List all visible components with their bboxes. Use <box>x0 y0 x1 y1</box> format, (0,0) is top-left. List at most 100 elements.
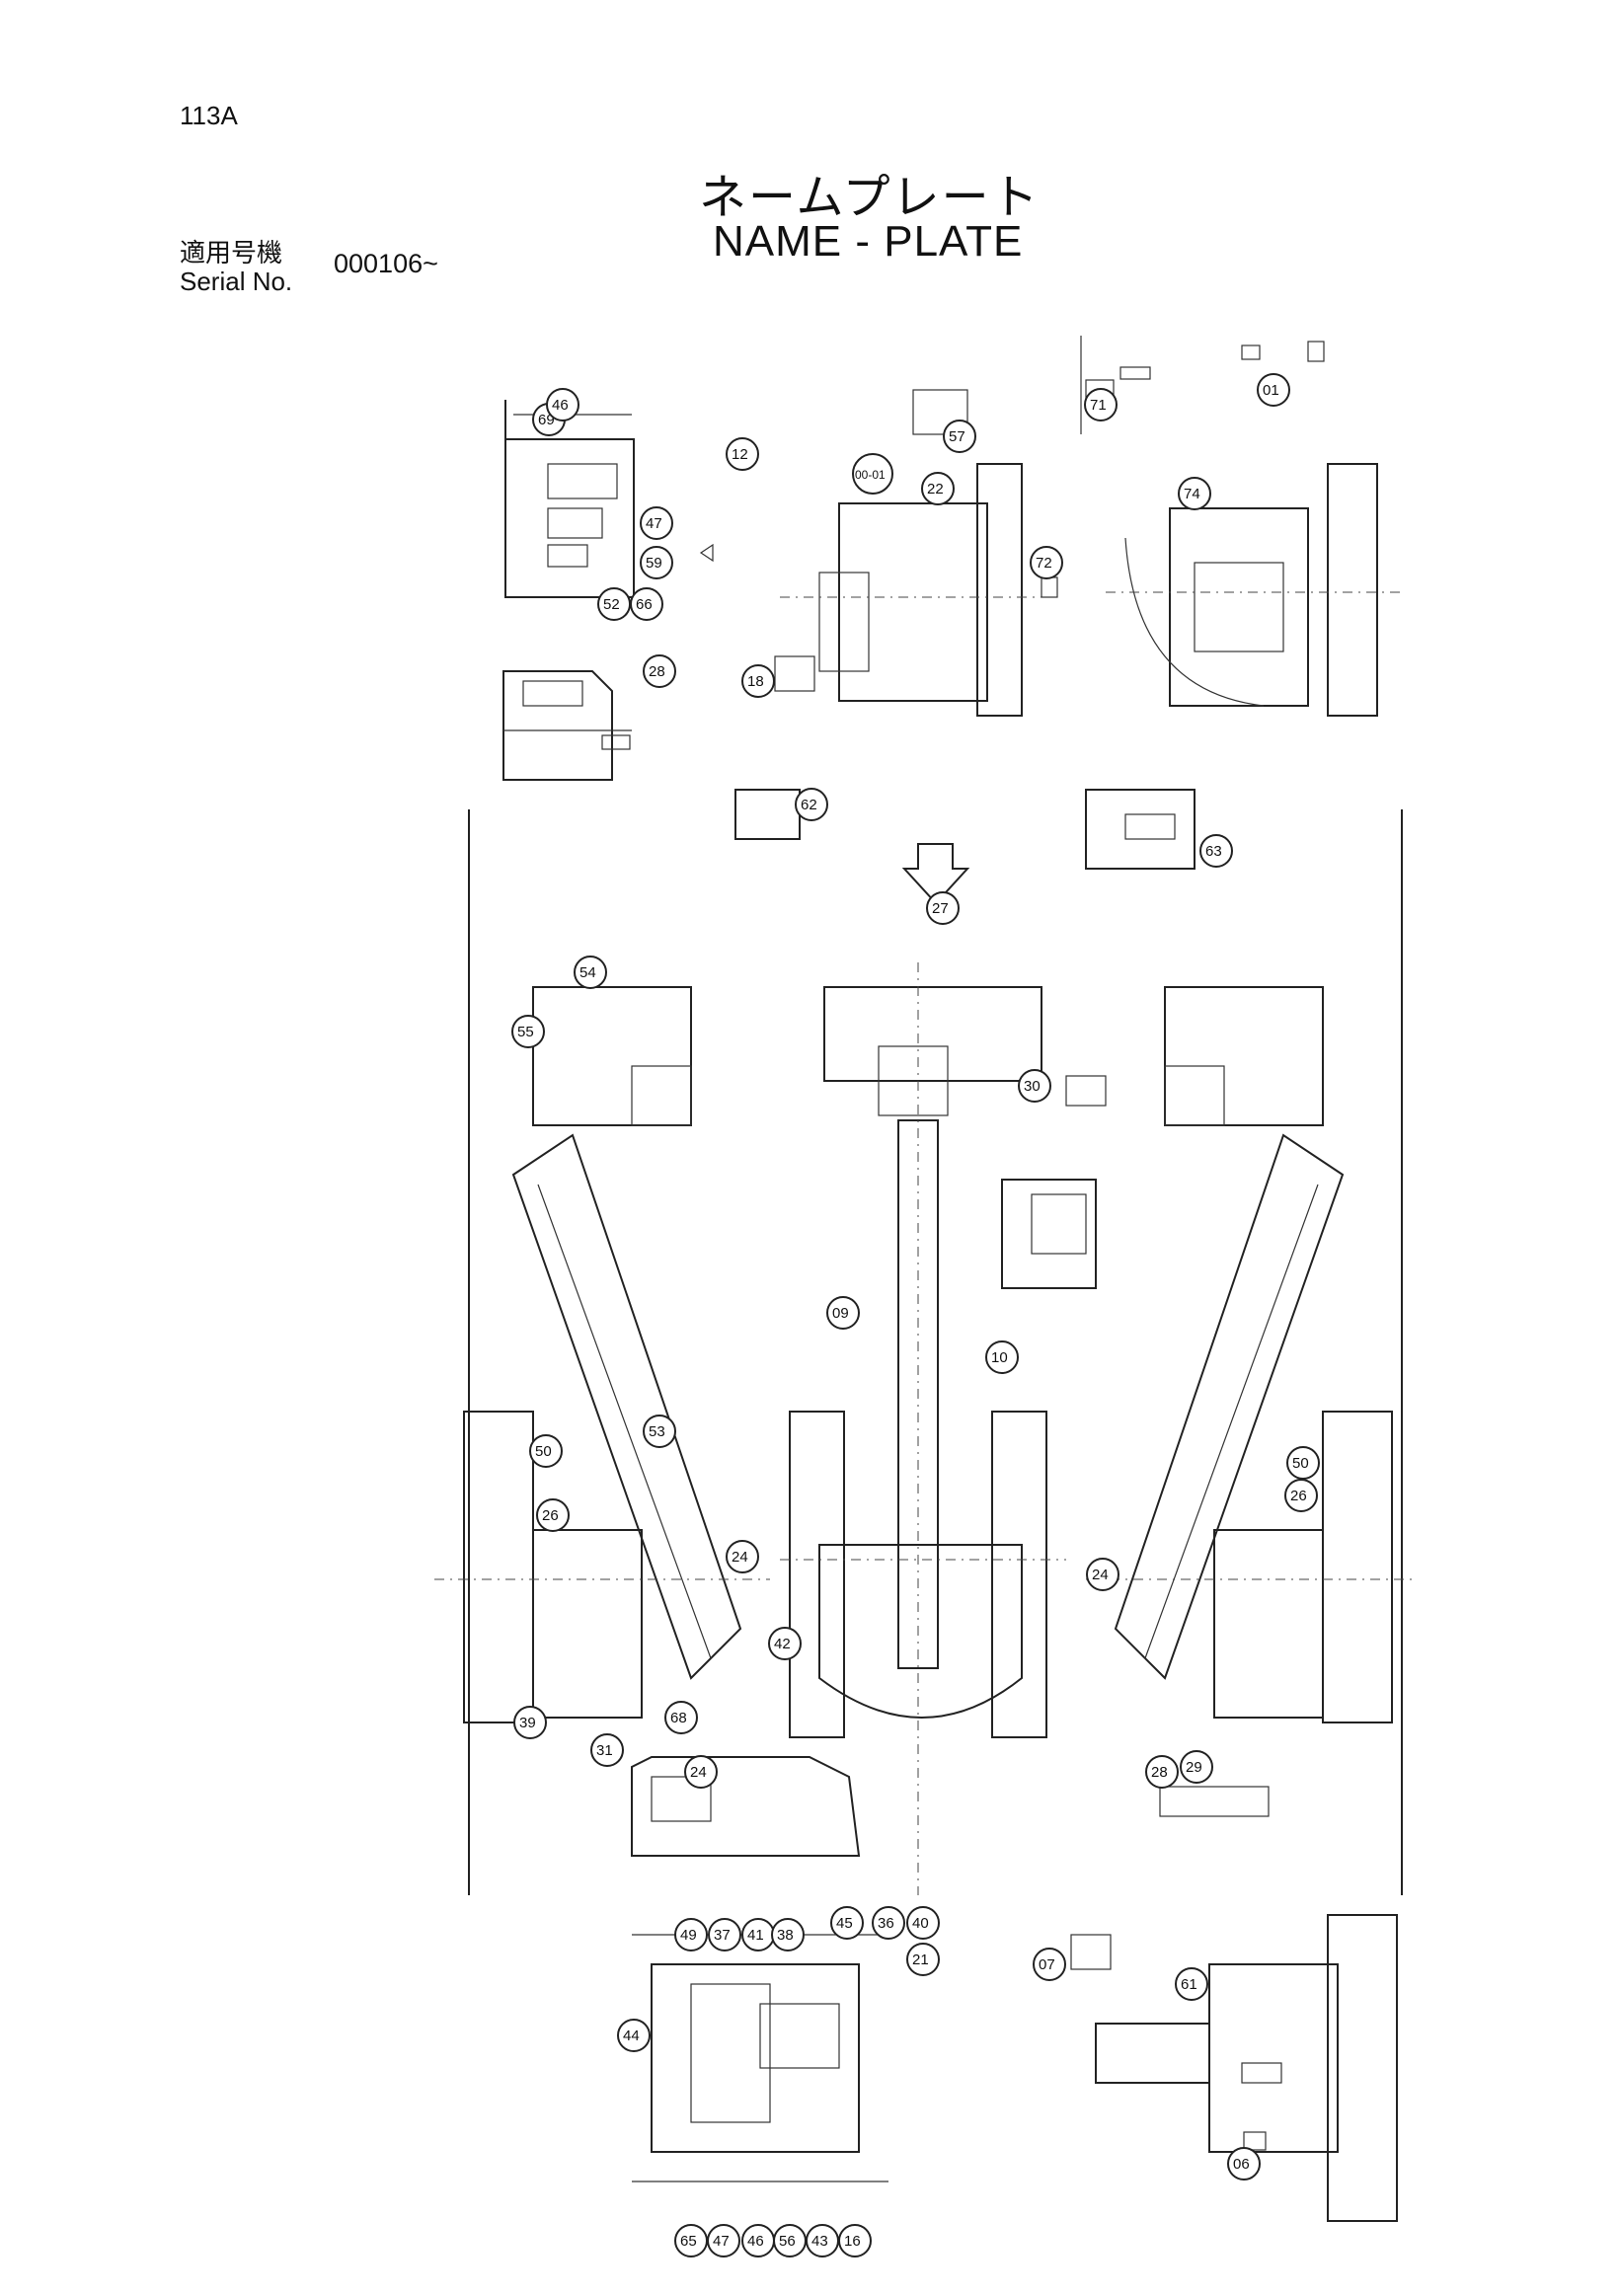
callout-label: 00-01 <box>855 468 886 482</box>
callout-label: 24 <box>690 1764 707 1781</box>
callout-label: 65 <box>680 2233 697 2250</box>
view-engine-room-detail <box>1001 1075 1107 1289</box>
callout-label: 28 <box>649 663 665 680</box>
callout-63: 63 <box>1199 834 1233 868</box>
callout-46: 46 <box>546 388 579 421</box>
callout-28: 28 <box>643 654 676 688</box>
callout-24-right: 24 <box>1086 1558 1119 1591</box>
callout-label: 18 <box>747 673 764 690</box>
callout-59: 59 <box>640 546 673 579</box>
callout-label: 12 <box>732 446 748 463</box>
callout-28-lower: 28 <box>1145 1755 1179 1789</box>
callout-54: 54 <box>574 956 607 989</box>
callout-label: 27 <box>932 900 949 917</box>
callout-label: 41 <box>747 1927 764 1944</box>
callout-label: 16 <box>844 2233 861 2250</box>
callout-label: 72 <box>1036 555 1052 572</box>
callout-label: 71 <box>1090 397 1107 414</box>
callout-18: 18 <box>741 664 775 698</box>
callout-62: 62 <box>795 788 828 821</box>
callout-50-right: 50 <box>1286 1446 1320 1480</box>
callout-56: 56 <box>773 2224 807 2258</box>
callout-24-cab: 24 <box>684 1755 718 1789</box>
callout-label: 74 <box>1184 486 1200 502</box>
callout-label: 26 <box>542 1507 559 1524</box>
callout-label: 37 <box>714 1927 731 1944</box>
callout-label: 01 <box>1263 382 1279 399</box>
callout-49: 49 <box>674 1918 708 1952</box>
callout-label: 53 <box>649 1423 665 1440</box>
serial-label-english: Serial No. <box>180 267 293 296</box>
callout-44: 44 <box>617 2019 651 2052</box>
callout-label: 28 <box>1151 1764 1168 1781</box>
callout-label: 29 <box>1186 1759 1202 1776</box>
callout-65: 65 <box>674 2224 708 2258</box>
callout-52: 52 <box>597 587 631 621</box>
callout-label: 39 <box>519 1715 536 1731</box>
callout-label: 52 <box>603 596 620 613</box>
callout-label: 10 <box>991 1349 1008 1366</box>
callout-label: 40 <box>912 1915 929 1932</box>
callout-45: 45 <box>830 1906 864 1940</box>
callout-label: 24 <box>1092 1567 1109 1583</box>
callout-39: 39 <box>513 1706 547 1739</box>
callout-68: 68 <box>664 1701 698 1734</box>
view-machine-side-top-center <box>774 389 1058 717</box>
callout-label: 62 <box>801 797 817 813</box>
page-title-english: NAME - PLATE <box>713 217 1024 266</box>
callout-37: 37 <box>708 1918 741 1952</box>
callout-label: 63 <box>1205 843 1222 860</box>
callout-label: 46 <box>552 397 569 414</box>
callout-label: 36 <box>878 1915 894 1932</box>
page-number: 113A <box>180 101 238 130</box>
view-engine-side-bottom-right <box>1070 1786 1398 2222</box>
callout-55: 55 <box>511 1015 545 1048</box>
callout-label: 59 <box>646 555 662 572</box>
callout-29: 29 <box>1180 1750 1213 1784</box>
view-machine-boom-right <box>1086 986 1412 1723</box>
view-cab-rear-left <box>502 670 632 781</box>
callout-10: 10 <box>985 1340 1019 1374</box>
callout-06: 06 <box>1227 2147 1261 2181</box>
callout-41: 41 <box>741 1918 775 1952</box>
callout-label: 26 <box>1290 1488 1307 1504</box>
callout-66: 66 <box>630 587 663 621</box>
callout-label: 38 <box>777 1927 794 1944</box>
callout-46-bottom: 46 <box>741 2224 775 2258</box>
callout-label: 06 <box>1233 2156 1250 2173</box>
callout-label: 47 <box>713 2233 730 2250</box>
callout-label: 57 <box>949 428 965 445</box>
callout-61: 61 <box>1175 1967 1208 2001</box>
callout-43: 43 <box>806 2224 839 2258</box>
callout-72: 72 <box>1030 546 1063 579</box>
callout-71: 71 <box>1084 388 1118 421</box>
page-title-japanese: ネームプレート <box>699 170 1041 225</box>
callout-26-right: 26 <box>1284 1479 1318 1512</box>
callout-label: 30 <box>1024 1078 1041 1095</box>
callout-53: 53 <box>643 1415 676 1448</box>
callout-21: 21 <box>906 1943 940 1976</box>
callout-22: 22 <box>921 472 955 505</box>
view-cab-bottom <box>631 1756 888 2182</box>
callout-label: 50 <box>535 1443 552 1460</box>
callout-label: 47 <box>646 515 662 532</box>
callout-label: 68 <box>670 1710 687 1726</box>
callout-label: 61 <box>1181 1976 1197 1993</box>
callout-label: 44 <box>623 2028 640 2044</box>
callout-label: 42 <box>774 1636 791 1652</box>
callout-label: 24 <box>732 1549 748 1566</box>
callout-07: 07 <box>1033 1948 1066 1981</box>
callout-47: 47 <box>640 506 673 540</box>
callout-30: 30 <box>1018 1069 1051 1103</box>
callout-31: 31 <box>590 1733 624 1767</box>
callout-label: 50 <box>1292 1455 1309 1472</box>
callout-57: 57 <box>943 420 976 453</box>
view-machine-top-center <box>780 962 1066 1895</box>
callout-label: 31 <box>596 1742 613 1759</box>
callout-24: 24 <box>726 1540 759 1573</box>
callout-16: 16 <box>838 2224 872 2258</box>
callout-27: 27 <box>926 891 960 925</box>
callout-74: 74 <box>1178 477 1211 510</box>
callout-00-01: 00-01 <box>852 453 893 495</box>
